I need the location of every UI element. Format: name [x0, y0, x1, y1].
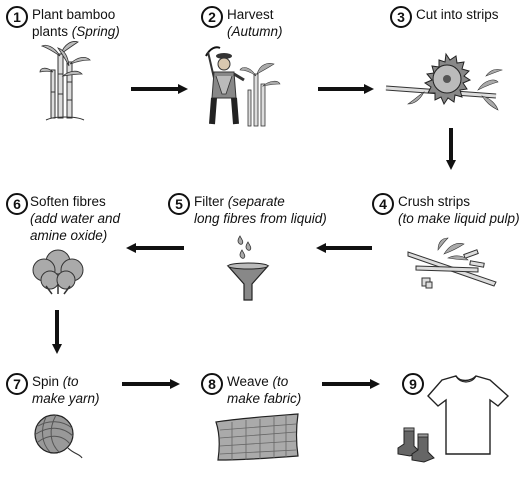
cotton-fibre-icon: [32, 249, 84, 295]
yarn-ball-icon: [34, 414, 83, 459]
label-line: amine oxide): [30, 228, 108, 243]
label-line: long fibres from liquid): [194, 211, 327, 226]
step-label: Soften fibres (add water and amine oxide…: [30, 193, 120, 244]
label-line: (add water and: [30, 211, 121, 226]
label-line: Filter (separate: [194, 194, 285, 209]
step-number: 2: [201, 6, 223, 28]
step-number: 7: [6, 373, 28, 395]
label-line: Spin (to: [32, 374, 79, 389]
step-label: Filter (separate long fibres from liquid…: [194, 193, 327, 227]
step-number: 5: [168, 193, 190, 215]
label-line: (Autumn): [227, 24, 283, 39]
label-line: Harvest: [227, 7, 274, 22]
step-label: Harvest (Autumn): [227, 6, 283, 40]
crushed-strips-icon: [407, 237, 497, 289]
step-number: 6: [6, 193, 28, 215]
label-line: make fabric): [227, 391, 302, 406]
label-line: Crush strips: [398, 194, 471, 209]
step-label: Spin (to make yarn): [32, 373, 100, 407]
step-number: 9: [402, 373, 424, 395]
label-line: Soften fibres: [30, 194, 106, 209]
step-number: 3: [390, 6, 412, 28]
step-label: Weave (to make fabric): [227, 373, 301, 407]
label-line: Plant bamboo: [32, 7, 116, 22]
step-label: Cut into strips: [416, 6, 499, 23]
step-label: Plant bamboo plants (Spring): [32, 6, 120, 40]
bamboo-plants-icon: [39, 41, 91, 121]
clothing-icon: [397, 375, 510, 463]
saw-blade-icon: [385, 52, 503, 111]
label-line: Weave (to: [227, 374, 289, 389]
label-line: plants (Spring): [32, 24, 120, 39]
woven-fabric-icon: [215, 413, 299, 461]
step-number: 1: [6, 6, 28, 28]
step-label: Crush strips (to make liquid pulp): [398, 193, 520, 227]
label-line: Cut into strips: [416, 7, 499, 22]
step-number: 4: [372, 193, 394, 215]
step-number: 8: [201, 373, 223, 395]
label-line: (to make liquid pulp): [398, 211, 520, 226]
harvester-icon: [205, 46, 281, 127]
filter-funnel-icon: [226, 235, 270, 301]
label-line: make yarn): [32, 391, 100, 406]
